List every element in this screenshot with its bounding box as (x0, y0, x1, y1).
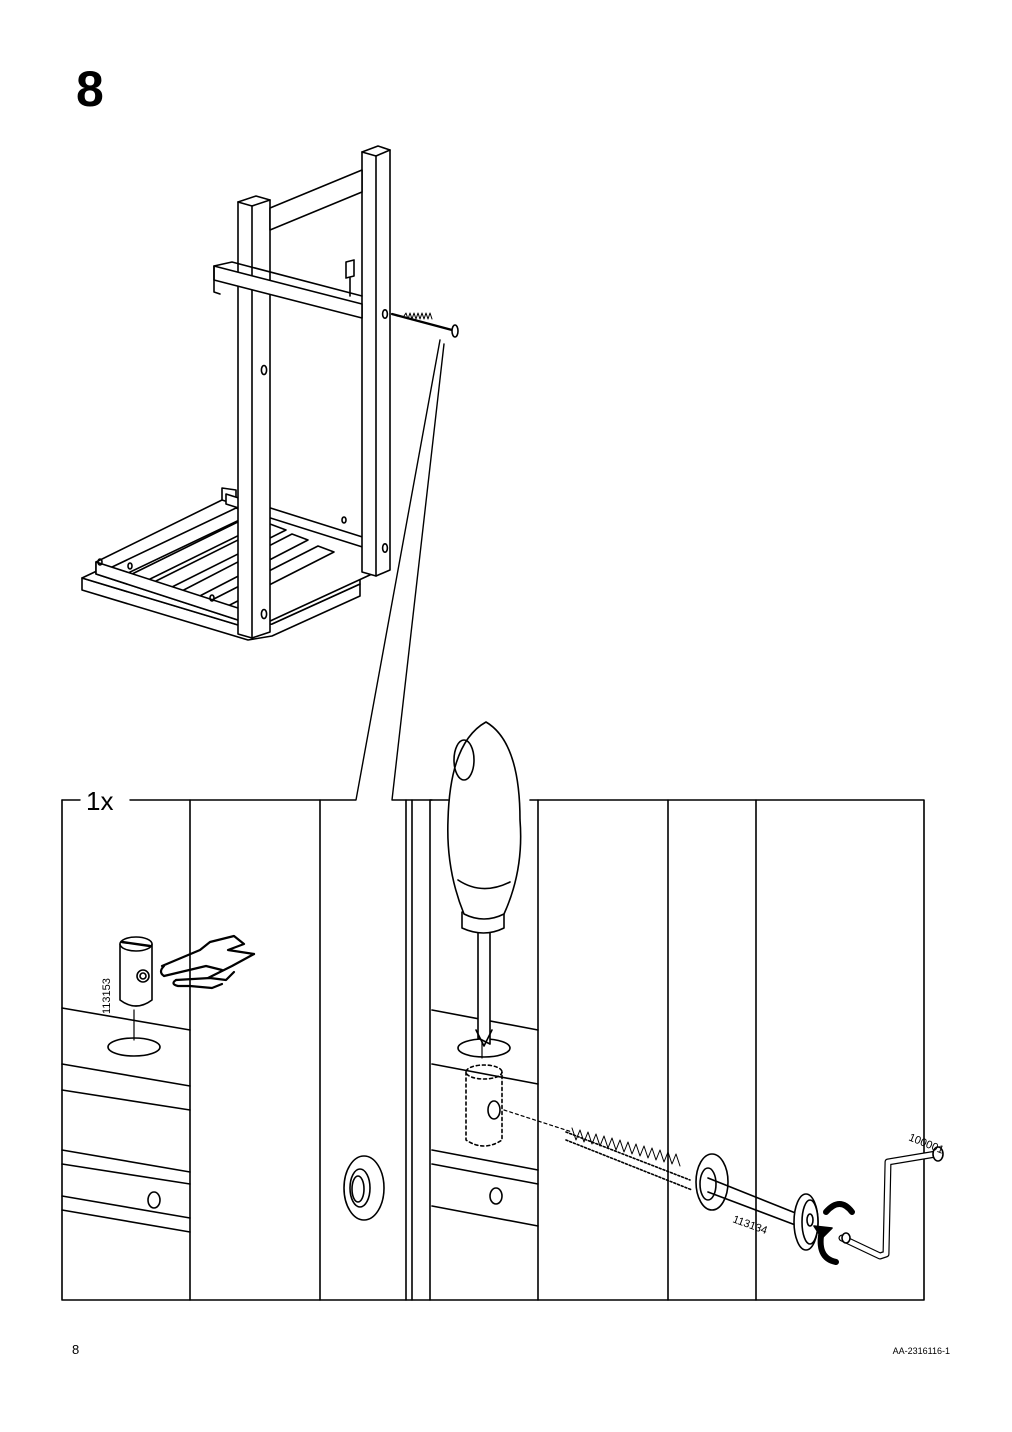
bolt-icon (565, 1127, 819, 1251)
dowel-nut-icon (119, 936, 153, 1007)
part-number-bolt: 113134 (731, 1214, 769, 1238)
pointing-hand-icon (159, 934, 256, 990)
part-number-dowel-nut: 113153 (101, 978, 113, 1014)
document-code: AA-2316116-1 (892, 1346, 950, 1356)
stool-frame-drawing (81, 145, 459, 641)
allen-key-icon (838, 1146, 944, 1260)
page-number: 8 (72, 1342, 80, 1357)
detail-box-right (429, 799, 944, 1301)
screwdriver-icon (447, 721, 522, 1059)
rotate-arrow-icon (813, 1201, 855, 1265)
detail-box-left (61, 799, 431, 1301)
step-number: 8 (76, 61, 104, 117)
quantity-label: 1x (86, 786, 113, 816)
